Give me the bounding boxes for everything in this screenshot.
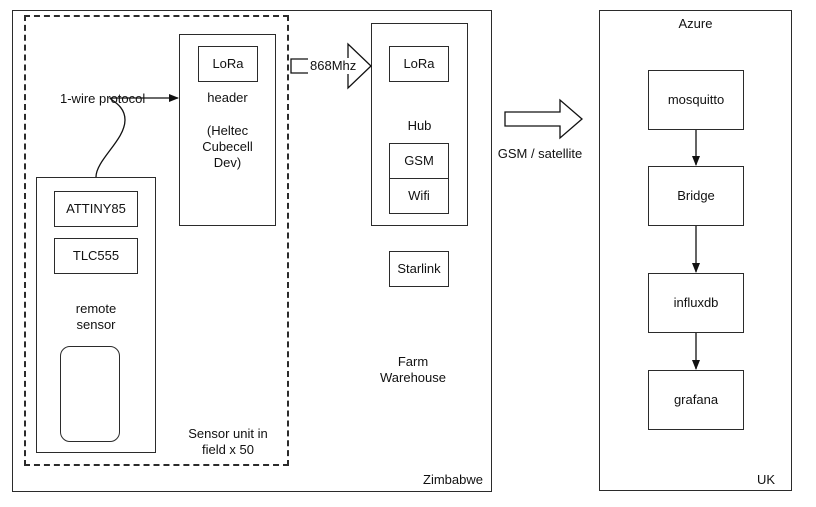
sensor-probe — [60, 346, 120, 442]
one-wire-label: 1-wire protocol — [58, 91, 148, 108]
sensor-unit-group — [24, 15, 289, 466]
hub-gsm-module: GSM — [389, 143, 449, 179]
header-board-text: header (Heltec Cubecell Dev) — [202, 90, 253, 170]
tlc555-chip: TLC555 — [54, 238, 138, 274]
header-lora-chip: LoRa — [198, 46, 258, 82]
grafana-node: grafana — [648, 370, 744, 430]
sensor-unit-label: Sensor unit in field x 50 — [188, 426, 268, 458]
zimbabwe-region-label: Zimbabwe — [423, 472, 483, 487]
hub-lora-chip: LoRa — [389, 46, 449, 82]
hub-wifi-module: Wifi — [389, 178, 449, 214]
radio-link-label: 868Mhz — [308, 58, 359, 75]
starlink-node: Starlink — [389, 251, 449, 287]
hub-title: Hub — [407, 118, 432, 133]
attiny85-chip: ATTINY85 — [54, 191, 138, 227]
mosquitto-node: mosquitto — [648, 70, 744, 130]
farm-warehouse-label: Farm Warehouse — [380, 354, 446, 386]
uk-region-label: UK — [757, 472, 776, 487]
uplink-arrow — [504, 98, 583, 140]
remote-sensor-text: remote sensor — [75, 301, 117, 333]
azure-label: Azure — [678, 16, 713, 31]
bridge-node: Bridge — [648, 166, 744, 226]
influxdb-node: influxdb — [648, 273, 744, 333]
link-label: GSM / satellite — [497, 146, 583, 161]
